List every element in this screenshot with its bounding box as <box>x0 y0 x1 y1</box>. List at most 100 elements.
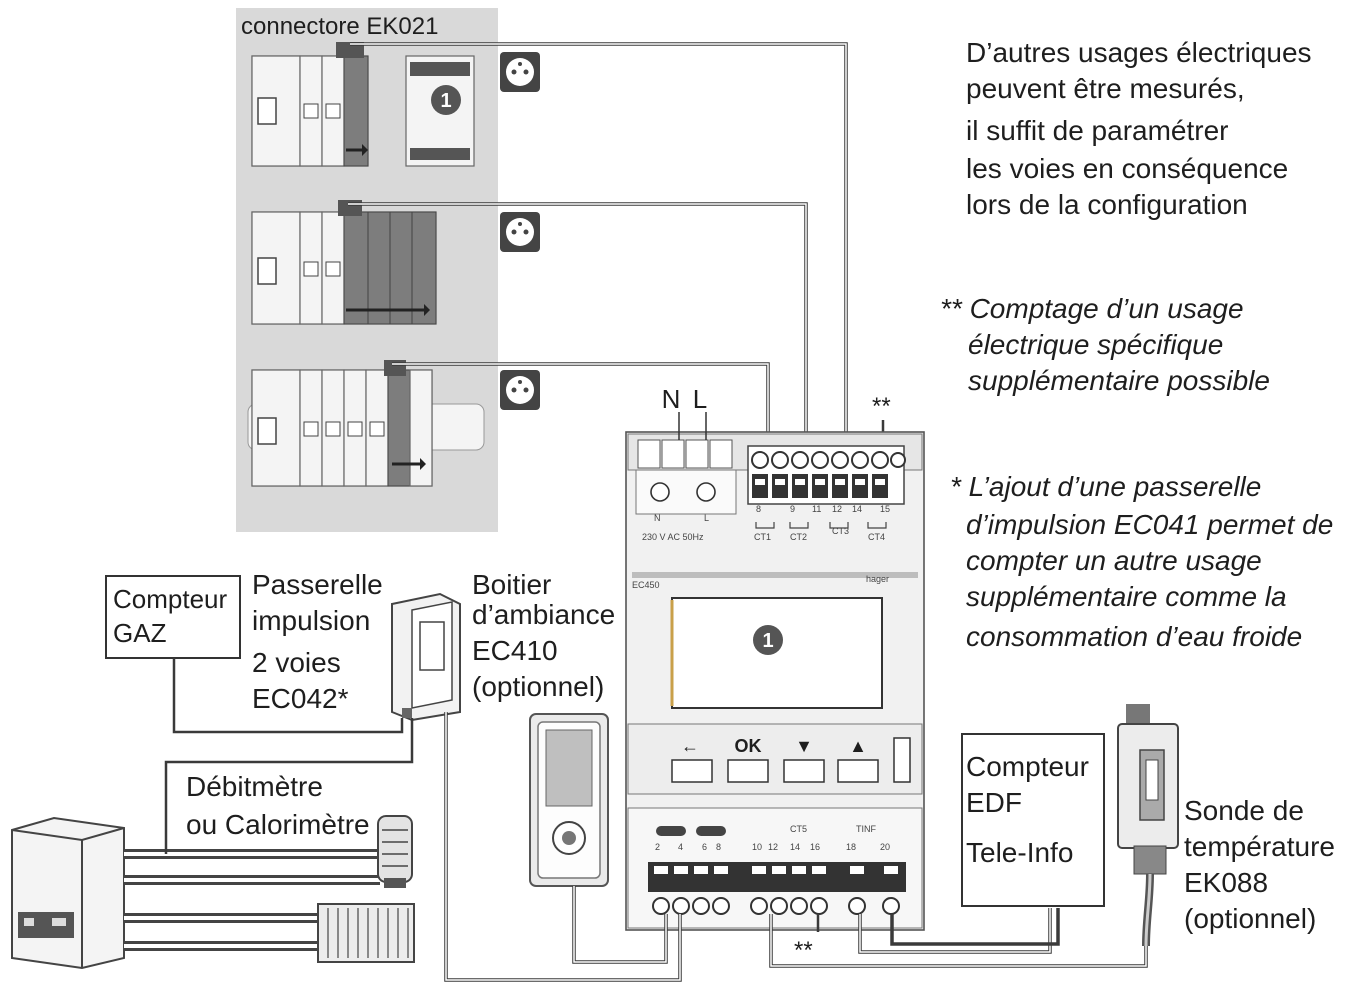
side-switch[interactable] <box>893 737 911 783</box>
distribution-panel: connectore EK021 1 <box>236 8 540 532</box>
ct-wires <box>348 42 885 454</box>
ct1-label: CT1 <box>754 532 771 542</box>
back-button[interactable] <box>671 759 713 783</box>
ec450-module: N L N L 230 V AC 50Hz <box>625 384 925 931</box>
marker-1-device <box>753 625 783 655</box>
tinf-label: TINF <box>856 824 876 834</box>
ok-button[interactable] <box>727 759 769 783</box>
terminal-n-small: N <box>654 513 661 523</box>
compteur-gaz: Compteur GAZ <box>105 575 241 659</box>
down-button[interactable] <box>783 759 825 783</box>
terminal-l-small: L <box>704 513 709 523</box>
ct3-label: CT3 <box>832 526 849 536</box>
note-usages-line2: peuvent être mesurés, <box>966 73 1245 104</box>
compteur-gaz-line1: Compteur <box>113 584 227 614</box>
passerelle-label: Passerelle impulsion 2 voies EC042* <box>252 569 383 714</box>
note-usages: D’autres usages électriques peuvent être… <box>966 37 1312 220</box>
supply-label: 230 V AC 50Hz <box>642 532 704 542</box>
ct-num-12: 12 <box>832 504 842 514</box>
brand-label: hager <box>866 574 889 584</box>
passerelle-line2: impulsion <box>252 605 370 636</box>
note-single-star-line1: * L’ajout d’une passerelle <box>950 471 1261 502</box>
sonde-line3: EK088 <box>1184 867 1268 898</box>
compteur-edf-line3: Tele-Info <box>966 837 1073 868</box>
compteur-edf-line2: EDF <box>966 787 1022 818</box>
note-double-star-line3: supplémentaire possible <box>968 365 1270 396</box>
bottom-left-wires <box>164 658 682 982</box>
ct4-label: CT4 <box>868 532 885 542</box>
double-star-bottom: ** <box>794 937 813 964</box>
note-single-star-line2: d’impulsion EC041 permet de <box>966 509 1333 540</box>
breaker-row-2 <box>251 200 540 325</box>
terminal-n-label: N <box>662 384 681 414</box>
boitier-line2: d’ambiance <box>472 599 615 630</box>
note-double-star-line1: ** Comptage d’un usage <box>940 293 1244 324</box>
bottom-num-2: 2 <box>655 842 660 852</box>
up-button[interactable] <box>837 759 879 783</box>
ct-num-11: 11 <box>812 504 821 514</box>
note-single-star: * L’ajout d’une passerelle d’impulsion E… <box>950 471 1333 652</box>
bottom-num-6: 6 <box>702 842 707 852</box>
ok-button-label: OK <box>735 736 762 756</box>
note-single-star-line3: compter un autre usage <box>966 545 1262 576</box>
ct-num-14: 14 <box>852 504 862 514</box>
bottom-num-18: 18 <box>846 842 856 852</box>
note-usages-line3: il suffit de paramétrer <box>966 115 1229 146</box>
ct-num-15: 15 <box>880 504 890 514</box>
radiator-icon <box>317 903 415 963</box>
bottom-num-16: 16 <box>810 842 820 852</box>
marker-1-panel <box>431 85 461 115</box>
bottom-num-4: 4 <box>678 842 683 852</box>
socket-icon-2 <box>500 212 540 252</box>
sonde-line2: température <box>1184 831 1335 862</box>
bottom-num-12: 12 <box>768 842 778 852</box>
double-star-top: ** <box>872 393 891 420</box>
compteur-gaz-line2: GAZ <box>113 618 167 648</box>
debitmetre-label: Débitmètre ou Calorimètre <box>186 771 370 840</box>
socket-icon-3 <box>500 370 540 410</box>
flow-meter-icon <box>377 815 413 888</box>
sonde-line4: (optionnel) <box>1184 903 1316 934</box>
debitmetre-line2: ou Calorimètre <box>186 809 370 840</box>
up-button-label: ▲ <box>849 736 867 756</box>
marker-1-device-label: 1 <box>762 630 773 652</box>
socket-icon-1 <box>500 52 540 92</box>
model-label: EC450 <box>632 580 660 590</box>
down-button-label: ▼ <box>795 736 813 756</box>
marker-1-panel-label: 1 <box>440 90 451 112</box>
sonde-line1: Sonde de <box>1184 795 1304 826</box>
device-display <box>671 597 883 709</box>
note-double-star-line2: électrique spécifique <box>968 329 1223 360</box>
ct-terminal-block <box>747 445 906 505</box>
bottom-right-wires <box>769 908 1148 968</box>
boitier-line1: Boitier <box>472 569 551 600</box>
note-single-star-line4: supplémentaire comme la <box>966 581 1287 612</box>
note-usages-line1: D’autres usages électriques <box>966 37 1312 68</box>
passerelle-line1: Passerelle <box>252 569 383 600</box>
bottom-num-10: 10 <box>752 842 762 852</box>
bottom-num-8: 8 <box>716 842 721 852</box>
note-usages-line4: les voies en conséquence <box>966 153 1288 184</box>
boiler-icon <box>11 816 125 970</box>
ct2-label: CT2 <box>790 532 807 542</box>
debitmetre-line1: Débitmètre <box>186 771 323 802</box>
note-usages-line5: lors de la configuration <box>966 189 1248 220</box>
passerelle-line4: EC042* <box>252 683 349 714</box>
note-double-star: ** Comptage d’un usage électrique spécif… <box>940 293 1270 396</box>
note-single-star-line5: consommation d’eau froide <box>966 621 1302 652</box>
top-terminals-power <box>637 439 733 469</box>
boitier-line3: EC410 <box>472 635 558 666</box>
back-button-label: ← <box>681 736 699 756</box>
passerelle-line3: 2 voies <box>252 647 341 678</box>
boitier-line4: (optionnel) <box>472 671 604 702</box>
ct5-label: CT5 <box>790 824 807 834</box>
ec410-thermostat <box>529 713 609 887</box>
passerelle-device <box>391 592 461 722</box>
panel-title: connectore EK021 <box>241 13 438 40</box>
terminal-l-label: L <box>693 384 707 414</box>
ct-num-8: 8 <box>756 504 761 514</box>
bottom-terminal-block <box>648 862 906 915</box>
bottom-num-20: 20 <box>880 842 890 852</box>
sonde-label: Sonde de température EK088 (optionnel) <box>1184 795 1335 934</box>
